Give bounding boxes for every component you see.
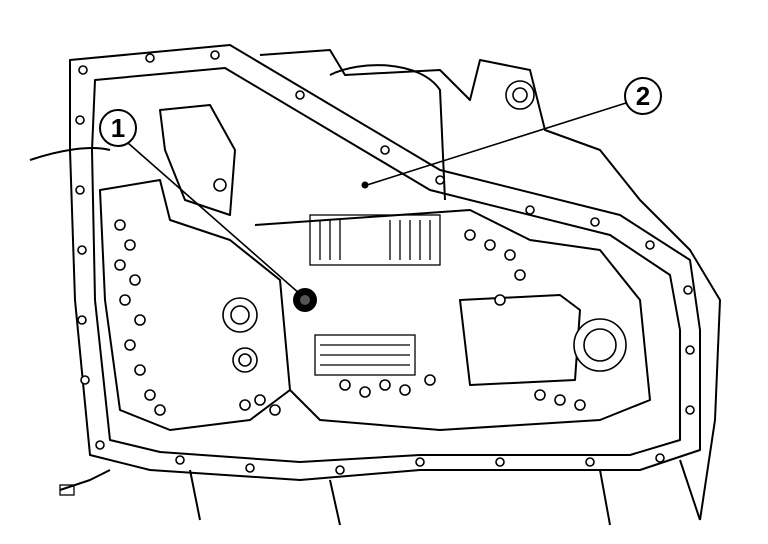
callout-2-label: 2 [636,81,650,111]
bolt-hole [245,463,255,473]
bolt-hole [114,259,126,271]
bolt-hole [464,229,476,241]
internal-bolt-holes [114,219,586,416]
bolt-hole [379,379,391,391]
callout-2: 2 [366,77,662,186]
bolt-hole [683,285,693,295]
bolt-hole [239,399,251,411]
bolt-hole [554,394,566,406]
bolt-hole [210,50,220,60]
bolt-hole [574,399,586,411]
bolt-hole [124,339,136,351]
bolt-hole [175,455,185,465]
bolt-hole [339,379,351,391]
bolt-hole [380,145,390,155]
bolt-hole [78,65,88,75]
bolt-hole [495,457,505,467]
callout-1-label: 1 [111,113,125,143]
bolt-hole [525,205,535,215]
bolt-hole [645,240,655,250]
bolt-hole [154,404,166,416]
bolt-hole [269,404,281,416]
bolt-hole [685,405,695,415]
bolt-hole [80,375,90,385]
bolt-hole [655,453,665,463]
bolt-hole [504,249,516,261]
bolt-hole [424,374,436,386]
bolt-hole [585,457,595,467]
callout-1: 1 [99,109,301,295]
valve-body [29,104,651,496]
bolt-hole [145,53,155,63]
bolt-hole [590,217,600,227]
bolt-hole [77,245,87,255]
bolt-hole [534,389,546,401]
bolt-hole [494,294,506,306]
bolt-hole [129,274,141,286]
pan-target-dot [361,181,369,189]
bolt-hole [484,239,496,251]
bolt-hole [77,315,87,325]
bolt-hole [114,219,126,231]
gasket-bolt-holes [75,50,695,475]
bolt-hole [399,384,411,396]
bolt-hole [144,389,156,401]
bolt-hole [295,90,305,100]
bolt-hole [124,239,136,251]
bolt-hole [254,394,266,406]
bolt-hole [685,345,695,355]
bolt-hole [119,294,131,306]
bolt-hole [75,185,85,195]
bolt-hole [75,115,85,125]
bolt-hole [95,440,105,450]
bolt-hole [134,314,146,326]
bolt-hole [435,175,445,185]
gasket-outline [69,44,701,481]
bolt-hole [134,364,146,376]
bolt-hole [359,386,371,398]
bolt-hole [415,457,425,467]
housing-background [189,49,721,526]
bolt-hole [514,269,526,281]
bolt-hole [335,465,345,475]
